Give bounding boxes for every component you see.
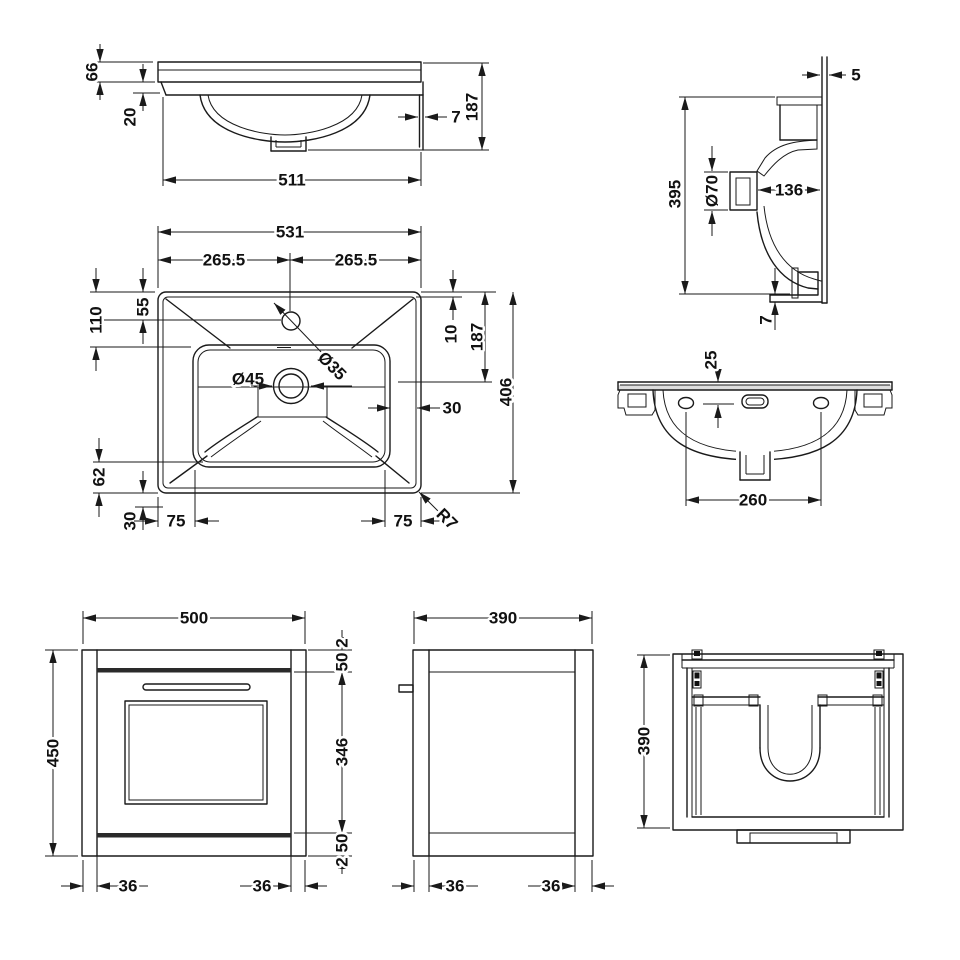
- dim-plan-r7: R7: [433, 505, 462, 534]
- view-basin-plan: 531 265.5 265.5 110 55 Ø35 Ø45 10 187 40…: [84, 220, 520, 536]
- dim-front-25: 25: [702, 351, 721, 370]
- dim-vside-36-right: 36: [542, 877, 561, 896]
- dim-plan-30-right: 30: [443, 399, 462, 418]
- dim-vfront-36-right: 36: [253, 877, 272, 896]
- view-vanity-front: 500 450 2 50 346 50 2 36 36: [41, 606, 354, 898]
- view-basin-front: 25 260: [617, 348, 893, 512]
- dim-basin-side-7: 7: [451, 108, 460, 127]
- dim-basin-side-66: 66: [83, 63, 102, 82]
- dim-vtop-390: 390: [635, 727, 654, 755]
- dim-vfront-2-bottom: 2: [333, 857, 352, 866]
- dim-vfront-450: 450: [44, 739, 63, 767]
- dim-section-136: 136: [775, 181, 803, 200]
- view-vanity-side: 390 36 36: [392, 606, 614, 898]
- dim-basin-side-511: 511: [278, 171, 305, 190]
- view-basin-side: 66 20 511 7 187: [80, 44, 489, 192]
- dim-plan-265-left: 265.5: [203, 251, 246, 270]
- dim-vside-36-left: 36: [446, 877, 465, 896]
- dim-vfront-50-bottom: 50: [333, 834, 352, 853]
- dim-plan-45: Ø45: [232, 370, 264, 389]
- dim-vfront-2-top: 2: [333, 638, 352, 647]
- dim-plan-187: 187: [468, 323, 487, 351]
- dim-basin-side-20: 20: [121, 108, 140, 127]
- dim-section-395: 395: [666, 180, 685, 208]
- dim-plan-10: 10: [442, 325, 461, 344]
- dim-plan-62: 62: [90, 468, 109, 487]
- dim-basin-side-187: 187: [463, 93, 482, 121]
- dim-plan-265-right: 265.5: [335, 251, 378, 270]
- view-basin-section: 5 395 Ø70 136 7: [663, 56, 863, 330]
- dim-plan-531: 531: [276, 223, 304, 242]
- dim-section-7: 7: [757, 315, 776, 324]
- view-vanity-top: 390: [632, 649, 904, 844]
- dim-vfront-36-left: 36: [119, 877, 138, 896]
- dim-plan-30-bottom: 30: [121, 512, 140, 531]
- dim-plan-55: 55: [134, 298, 153, 317]
- dim-vfront-346: 346: [333, 738, 352, 766]
- dim-plan-406: 406: [497, 378, 516, 406]
- hinge-right: [873, 649, 885, 689]
- hinge-left: [691, 649, 703, 689]
- dim-vfront-500: 500: [180, 609, 208, 628]
- dim-plan-110: 110: [87, 306, 106, 333]
- dim-section-5: 5: [851, 66, 860, 85]
- dim-front-260: 260: [739, 491, 767, 510]
- dim-section-70: Ø70: [703, 175, 722, 207]
- dim-plan-75-left: 75: [167, 512, 186, 531]
- dim-vside-390: 390: [489, 609, 517, 628]
- dim-plan-35: Ø35: [314, 348, 350, 384]
- dim-plan-75-right: 75: [394, 512, 413, 531]
- dim-vfront-50-top: 50: [333, 653, 352, 672]
